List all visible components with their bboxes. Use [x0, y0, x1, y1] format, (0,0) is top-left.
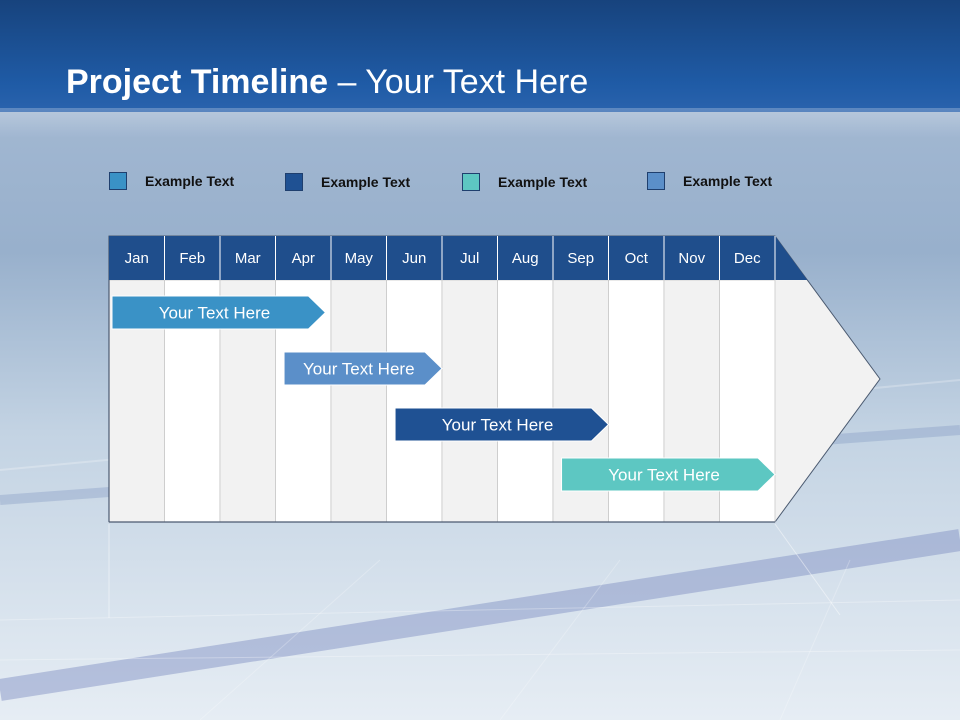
month-label-dec: Dec [734, 250, 761, 267]
title-rest: – Your Text Here [328, 63, 589, 101]
month-label-aug: Aug [512, 250, 539, 267]
task-bar-4 [561, 457, 776, 492]
month-label-jun: Jun [402, 250, 426, 267]
month-label-jan: Jan [125, 250, 149, 267]
grid-column-jun [386, 279, 443, 523]
title-bold: Project Timeline [66, 63, 329, 101]
task-bar-label-3: Your Text Here [442, 416, 554, 435]
month-label-mar: Mar [235, 250, 261, 267]
grid-column-jul [441, 279, 498, 523]
task-bar-1 [111, 295, 327, 330]
task-bar-2 [283, 351, 443, 386]
month-label-oct: Oct [625, 250, 649, 267]
month-label-jul: Jul [460, 250, 479, 267]
legend-label-1: Example Text [145, 173, 235, 189]
timeline-reflection [108, 523, 841, 618]
month-label-sep: Sep [567, 250, 594, 267]
legend-item-4: Example Text [647, 171, 772, 191]
task-bar-label-1: Your Text Here [159, 304, 271, 323]
legend-swatch-3 [462, 173, 480, 191]
grid-column-may [330, 279, 387, 523]
page-title: Project Timeline – Your Text Here [66, 58, 588, 106]
month-label-may: May [345, 250, 374, 267]
month-header-band [109, 236, 808, 280]
grid-column-aug [497, 279, 554, 523]
legend-label-2: Example Text [321, 174, 411, 190]
legend-swatch-1 [109, 172, 127, 190]
legend-label-3: Example Text [498, 174, 588, 190]
legend-swatch-2 [285, 173, 303, 191]
legend-swatch-4 [647, 172, 665, 190]
legend-label-4: Example Text [683, 173, 773, 189]
reflection-right-line [774, 523, 841, 616]
task-bar-3 [394, 407, 610, 442]
legend-item-3: Example Text [462, 172, 587, 192]
task-bar-label-2: Your Text Here [303, 360, 415, 379]
month-label-nov: Nov [678, 250, 705, 267]
legend-item-2: Example Text [285, 172, 410, 192]
month-label-apr: Apr [292, 250, 315, 267]
month-label-feb: Feb [179, 250, 205, 267]
month-header: Jan Feb Mar Apr May Jun Jul Aug Sep Oct Nov Dec [109, 236, 808, 280]
legend-item-1: Example Text [109, 171, 234, 191]
task-bar-label-4: Your Text Here [608, 466, 720, 485]
